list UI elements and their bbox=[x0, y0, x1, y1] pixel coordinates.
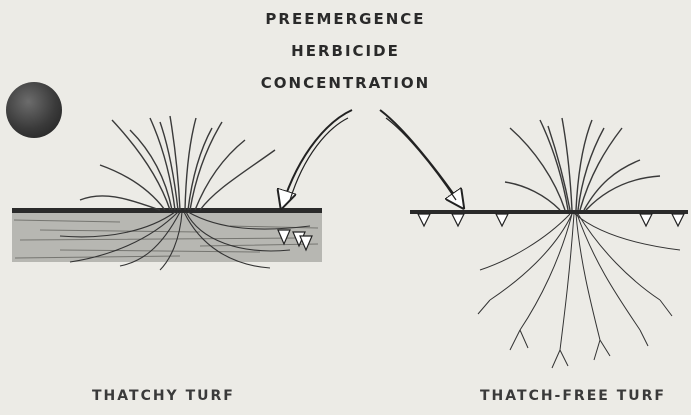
soil-surface-line bbox=[12, 208, 322, 213]
deep-roots bbox=[478, 214, 680, 368]
concentration-arrows bbox=[282, 110, 462, 206]
thatch-free-turf-illustration bbox=[410, 118, 688, 368]
surface-herbicide-arrows bbox=[418, 214, 684, 226]
thatchy-turf-label: THATCHY TURF bbox=[92, 388, 235, 404]
thatchy-turf-illustration bbox=[12, 116, 322, 270]
thatch-free-turf-label: THATCH-FREE TURF bbox=[480, 388, 666, 404]
grass-blades bbox=[505, 118, 660, 210]
grass-blades bbox=[80, 116, 275, 210]
thatch-layer bbox=[12, 212, 322, 262]
